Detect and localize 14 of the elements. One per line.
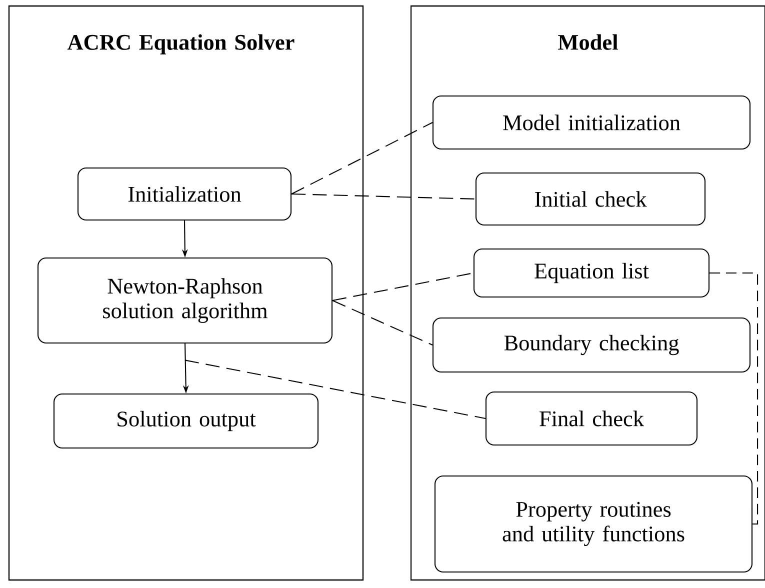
- process-box: Initial check: [475, 172, 706, 226]
- connector: [710, 272, 758, 525]
- process-box: Boundary checking: [432, 317, 751, 373]
- connector: [332, 300, 433, 346]
- connector: [292, 193, 476, 200]
- process-box: Newton-Raphson solution algorithm: [37, 257, 333, 344]
- connector: [184, 360, 486, 419]
- process-box: Final check: [485, 391, 698, 446]
- process-box: Property routines and utility functions: [434, 475, 753, 573]
- process-box: Equation list: [473, 248, 710, 298]
- process-box: Model initialization: [432, 95, 751, 150]
- process-box: Initialization: [77, 167, 292, 221]
- process-box: Solution output: [53, 393, 319, 449]
- connector: [291, 122, 433, 194]
